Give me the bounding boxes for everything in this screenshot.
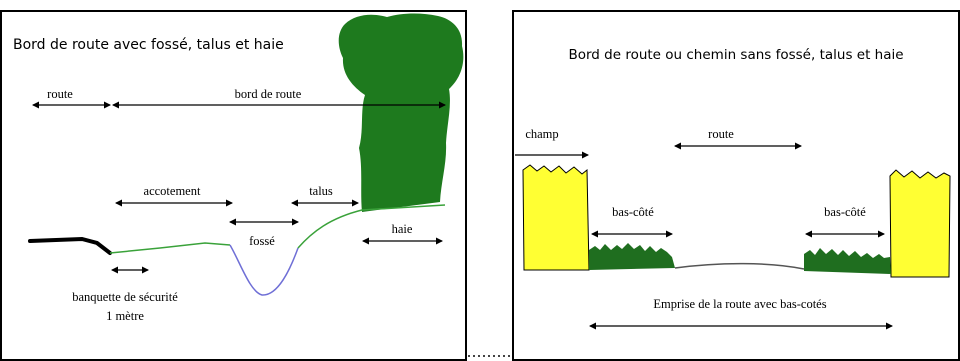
label-champ: champ [525,127,558,141]
right-panel-frame [512,10,960,361]
label-bas-cote-right: bas-côté [824,205,866,219]
label-accotement: accotement [144,184,201,198]
grass-verge-right [804,248,891,274]
shoulder-line [109,242,231,254]
label-talus: talus [309,184,333,198]
label-emprise: Emprise de la route avec bas-cotés [653,297,826,311]
grass-verge-left [589,243,675,270]
right-panel: Bord de route ou chemin sans fossé, talu… [512,10,960,361]
bank-line [297,204,446,249]
road-surface-left [28,236,112,255]
ditch-curve [229,244,299,296]
label-haie: haie [392,222,413,236]
label-banquette-line2: 1 mètre [106,309,144,323]
label-banquette-line1: banquette de sécurité [72,290,178,304]
field-block-right [889,169,951,278]
left-panel-frame [0,10,467,361]
label-fosse: fossé [249,234,275,248]
left-panel: Bord de route avec fossé, talus et haie … [0,10,467,361]
right-panel-title: Bord de route ou chemin sans fossé, talu… [568,47,903,63]
label-bord-de-route: bord de route [235,87,302,101]
label-route: route [47,87,73,101]
left-panel-title: Bord de route avec fossé, talus et haie [13,37,284,53]
hedge-shape [338,13,464,213]
road-surface-right [674,262,805,270]
label-route-right: route [708,127,734,141]
field-block-left [522,164,590,271]
label-bas-cote-left: bas-côté [612,205,654,219]
